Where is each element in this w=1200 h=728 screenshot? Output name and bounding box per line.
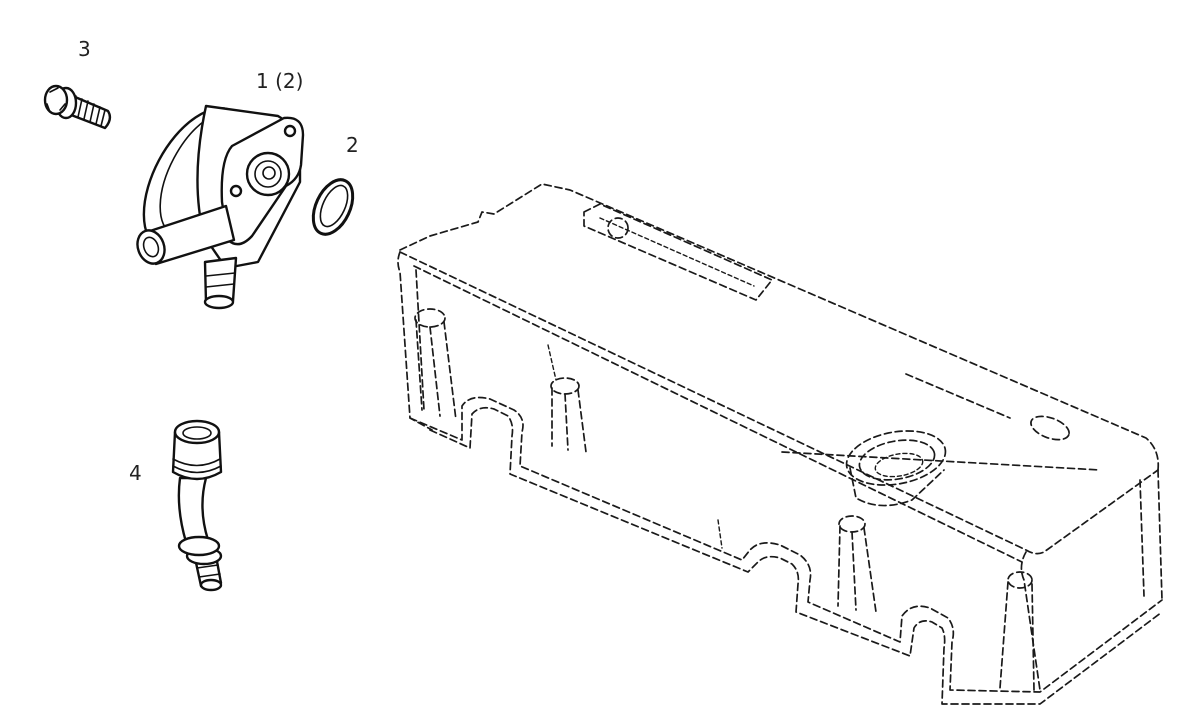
part-4-hose-elbow [171,419,223,592]
hose-fitting-band [172,458,222,474]
cover-bolt-boss-3-column [837,525,877,613]
cover-top-front-inner-edge [413,265,1023,563]
cover-top-boss-right [1030,415,1070,441]
cover-bolt-boss-1 [414,308,446,328]
housing-center-boss [245,151,291,197]
cover-oil-filler-rim-inner [858,439,936,481]
cover-baffle-line [781,451,1101,471]
cover-right-end [1157,469,1163,601]
cover-right-end-inner [1139,479,1145,597]
hose-top-fitting [171,430,223,481]
part-2-o-ring [311,178,355,236]
bolt-head [43,84,69,116]
side-nipple-opening [136,229,166,265]
cover-left-end [397,251,433,431]
cover-top-front-edge [399,251,1159,555]
hose-tip-opening [199,578,223,592]
cover-bolt-boss-1-column [415,319,457,421]
cover-front-right-corner [1020,551,1041,691]
cover-label-plate-inner [599,217,755,287]
hose-collar-upper [177,535,221,557]
cover-side-detail [547,344,723,549]
housing-boss-ring [254,160,282,188]
callout-part-1: 1 (2) [256,69,303,93]
cover-bolt-boss-2 [550,377,580,395]
cover-left-end-inner [415,269,425,411]
cover-bolt-boss-2-column [551,387,587,453]
o-ring-outer [311,178,355,236]
flange-bolt-hole-lower [229,184,243,198]
valve-cover-reference [397,183,1163,705]
lower-nipple-ribs [205,272,236,288]
bolt-head-hex-lines [46,87,66,113]
cover-bolt-boss-4 [1007,571,1033,589]
cover-bolt-boss-4-column [999,581,1035,691]
cover-top-back-edge [399,183,1160,471]
part-1-valve-housing [136,104,305,310]
o-ring-inner [319,184,349,228]
lower-nipple-opening [203,294,235,310]
cover-flange-bottom-outer [409,396,1163,693]
housing-boss-core [262,166,276,180]
hose-tip-ribs [196,564,221,578]
cover-oil-filler-bore [874,452,924,478]
side-nipple-bore [142,236,160,258]
flange-bolt-hole-upper [283,124,297,138]
cover-top-rib [905,373,1011,419]
cover-oil-filler-neck [849,467,945,507]
callout-part-3: 3 [78,37,91,61]
cover-bolt-boss-3 [838,515,866,533]
callout-part-2: 2 [346,133,359,157]
callout-part-4: 4 [129,461,142,485]
cover-flange-bottom-inner [429,406,1163,705]
cover-label-plate [583,203,773,301]
hose-top-bore [182,426,212,440]
cover-label-plate-hole [607,217,629,239]
cover-oil-filler-rim [845,430,947,486]
hose-tube [177,476,210,544]
part-3-bolt [43,84,112,130]
